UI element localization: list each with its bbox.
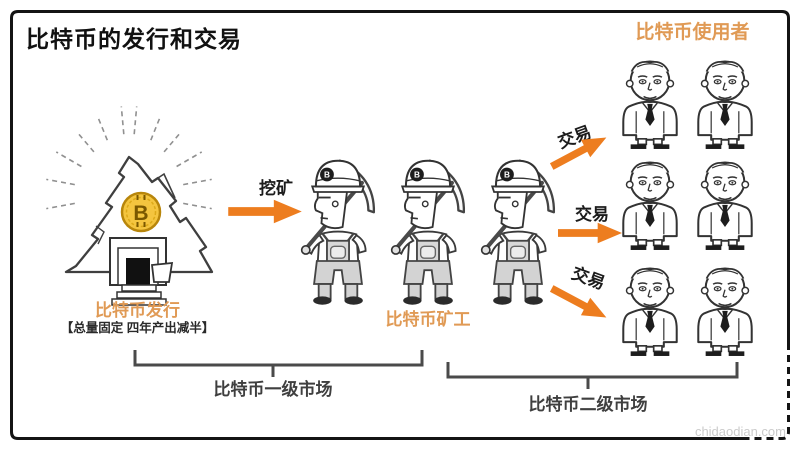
miners-label: 比特币矿工 xyxy=(385,310,471,329)
mountain-illustration: B xyxy=(46,106,214,306)
trade-arrow-middle-icon xyxy=(558,222,622,244)
user-figure-5 xyxy=(615,261,685,357)
user-figure-6 xyxy=(690,261,760,357)
user-figure-2 xyxy=(690,54,760,150)
mining-arrow-label: 挖矿 xyxy=(259,179,293,198)
bitcoin-coin-icon: B xyxy=(120,191,162,233)
user-figure-4 xyxy=(690,155,760,251)
user-figure-1 xyxy=(615,54,685,150)
primary-market-brace-icon xyxy=(133,350,424,377)
watermark: chidaodian.com xyxy=(694,424,786,439)
miner-figure-3 xyxy=(472,146,564,307)
mine-entrance-icon xyxy=(109,237,174,306)
page-title: 比特币的发行和交易 xyxy=(26,26,242,52)
users-label: 比特币使用者 xyxy=(635,22,750,43)
secondary-market-brace-icon xyxy=(446,362,739,389)
primary-market-label: 比特币一级市场 xyxy=(213,380,333,399)
user-figure-3 xyxy=(615,155,685,251)
coin-symbol: B xyxy=(133,202,148,225)
issuance-label: 比特币发行 xyxy=(95,301,180,320)
trade-label-middle: 交易 xyxy=(575,205,609,224)
secondary-market-label: 比特币二级市场 xyxy=(528,395,648,414)
miner-figure-1 xyxy=(292,146,384,307)
sun-rays-icon xyxy=(46,106,212,210)
miner-figure-2 xyxy=(382,146,474,307)
issuance-note: 【总量固定 四年产出减半】 xyxy=(60,321,215,335)
mine-cart-icon xyxy=(150,261,174,283)
